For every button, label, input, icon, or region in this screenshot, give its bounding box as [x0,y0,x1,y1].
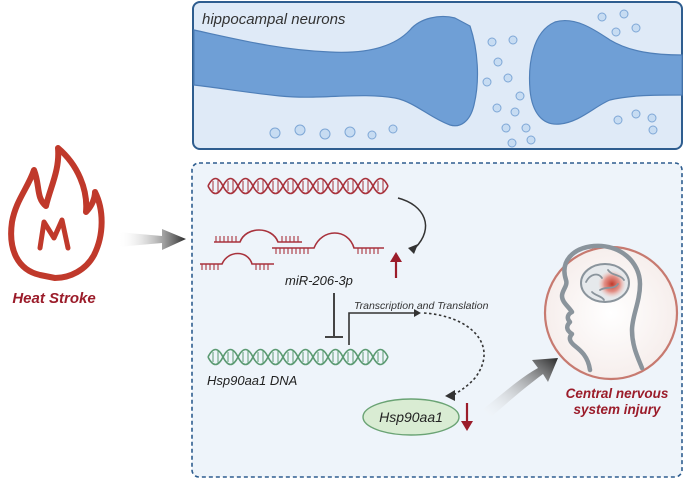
protein-down-arrow-icon [461,403,473,431]
neurons-title: hippocampal neurons [202,11,346,28]
neurons-panel: hippocampal neurons [192,1,683,150]
presynaptic-neuron [193,15,479,127]
translation-arrowhead [445,390,455,401]
dna-label: Hsp90aa1 DNA [207,373,297,388]
dna-helix-rungs [212,351,384,363]
vesicles [269,9,658,148]
injury-label-line2: system injury [573,402,662,417]
postsynaptic-neuron [528,20,683,125]
protein-label: Hsp90aa1 [379,409,443,425]
transcription-arrow [348,309,421,345]
inhibition-icon [325,293,343,338]
mirna-up-arrow-icon [390,252,402,278]
transcription-label: Transcription and Translation [354,300,489,312]
mirna-hairpins [200,229,384,265]
heat-stroke-label: Heat Stroke [12,290,95,307]
mirna-label: miR-206-3p [285,273,353,288]
translation-dotted-arrow [423,312,485,397]
heat-stroke-arrow [118,229,186,250]
processing-arrow [397,197,427,249]
protein-ellipse [362,398,460,436]
rna-helix-rungs [212,180,384,192]
injury-arrow [482,358,558,418]
injury-label-line1: Central nervous [566,386,669,401]
brain-icon [580,263,630,303]
dna-helix [207,348,389,366]
mechanism-panel [191,162,683,478]
mirna-hairpin-teeth [201,236,379,270]
processing-arrowhead [408,244,418,254]
flame-icon [8,145,105,281]
human-head-icon [543,243,679,381]
rna-helix [207,177,389,195]
